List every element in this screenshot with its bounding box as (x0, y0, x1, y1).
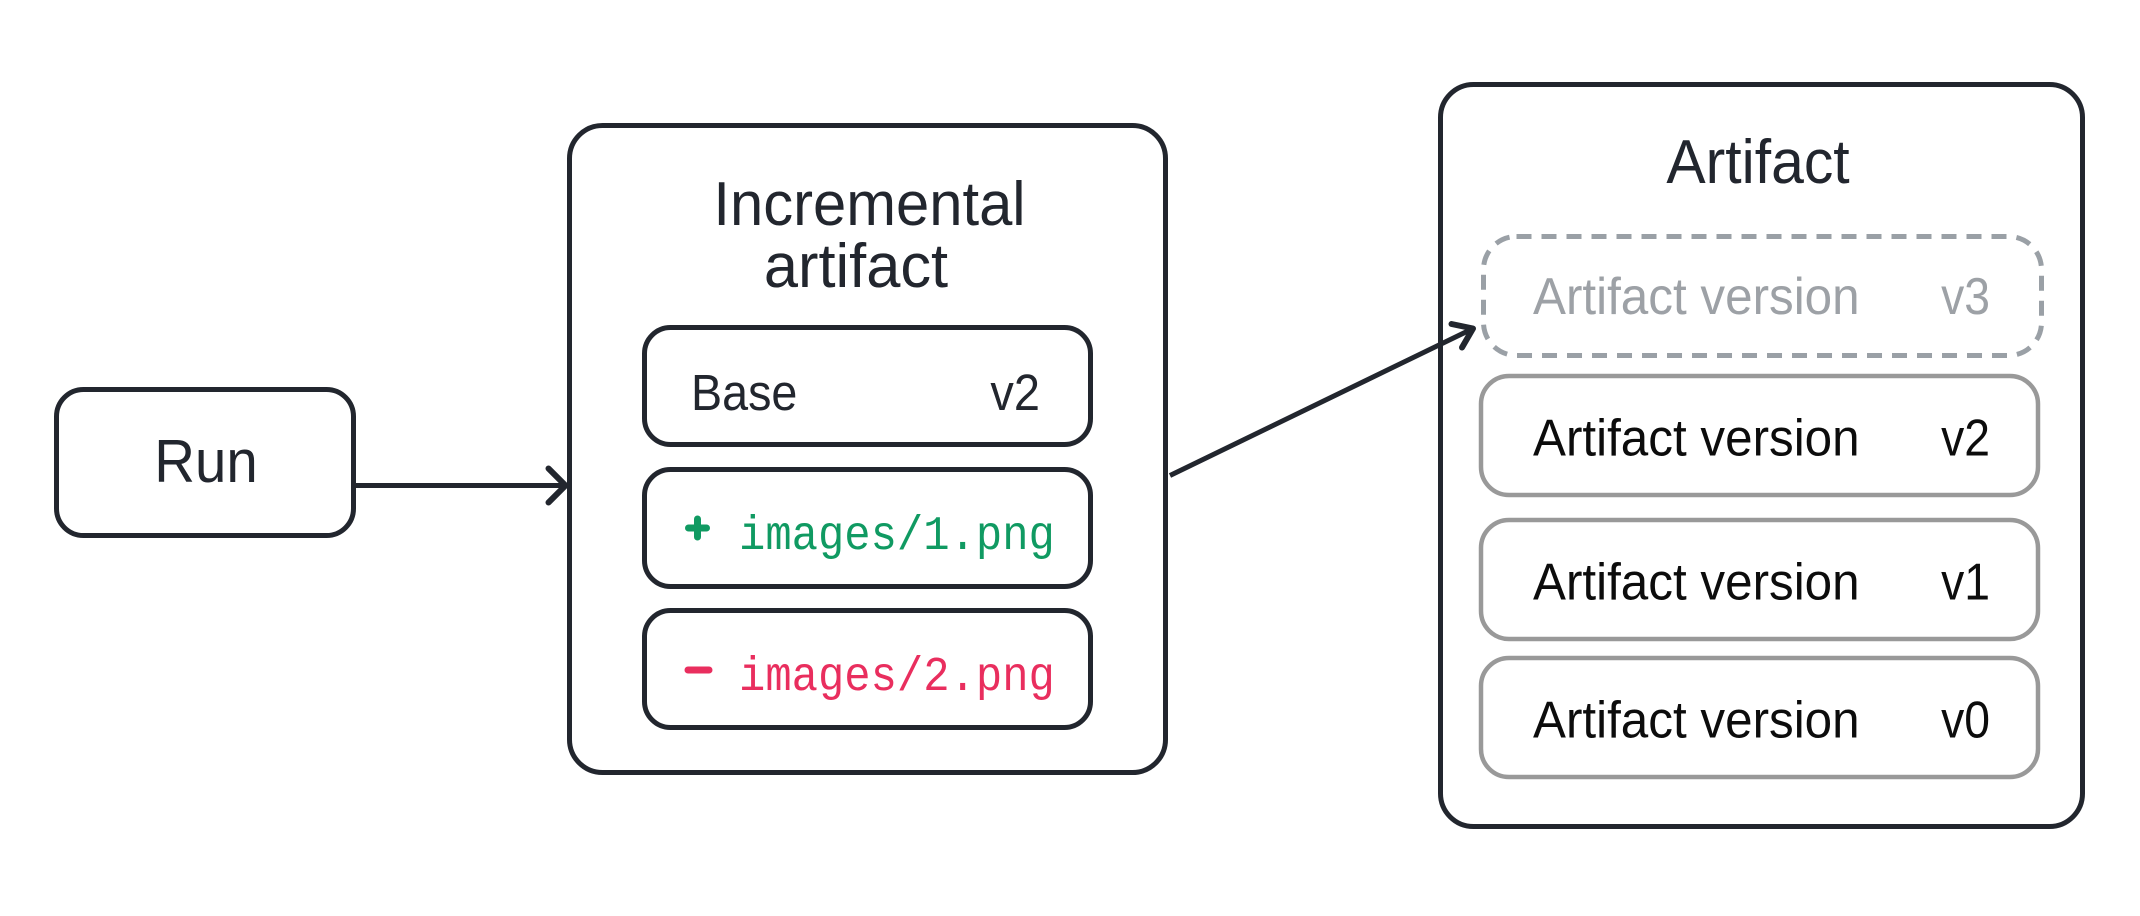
svg-text:Artifact version: Artifact version (1533, 690, 1860, 748)
svg-text:v2: v2 (990, 365, 1040, 421)
svg-text:Run: Run (154, 428, 257, 495)
svg-text:Artifact version: Artifact version (1533, 408, 1860, 466)
svg-text:v3: v3 (1941, 268, 1990, 326)
svg-text:images/2.png: images/2.png (739, 650, 1055, 704)
svg-text:Incremental: Incremental (713, 169, 1025, 238)
svg-text:v1: v1 (1941, 553, 1990, 611)
svg-text:v0: v0 (1941, 691, 1990, 749)
svg-text:Artifact: Artifact (1666, 127, 1849, 197)
svg-text:Artifact version: Artifact version (1533, 552, 1860, 610)
svg-text:images/1.png: images/1.png (739, 509, 1055, 563)
svg-text:Artifact version: Artifact version (1533, 267, 1860, 325)
svg-text:Base: Base (691, 365, 797, 421)
svg-text:artifact: artifact (764, 232, 948, 301)
svg-text:v2: v2 (1941, 409, 1990, 467)
